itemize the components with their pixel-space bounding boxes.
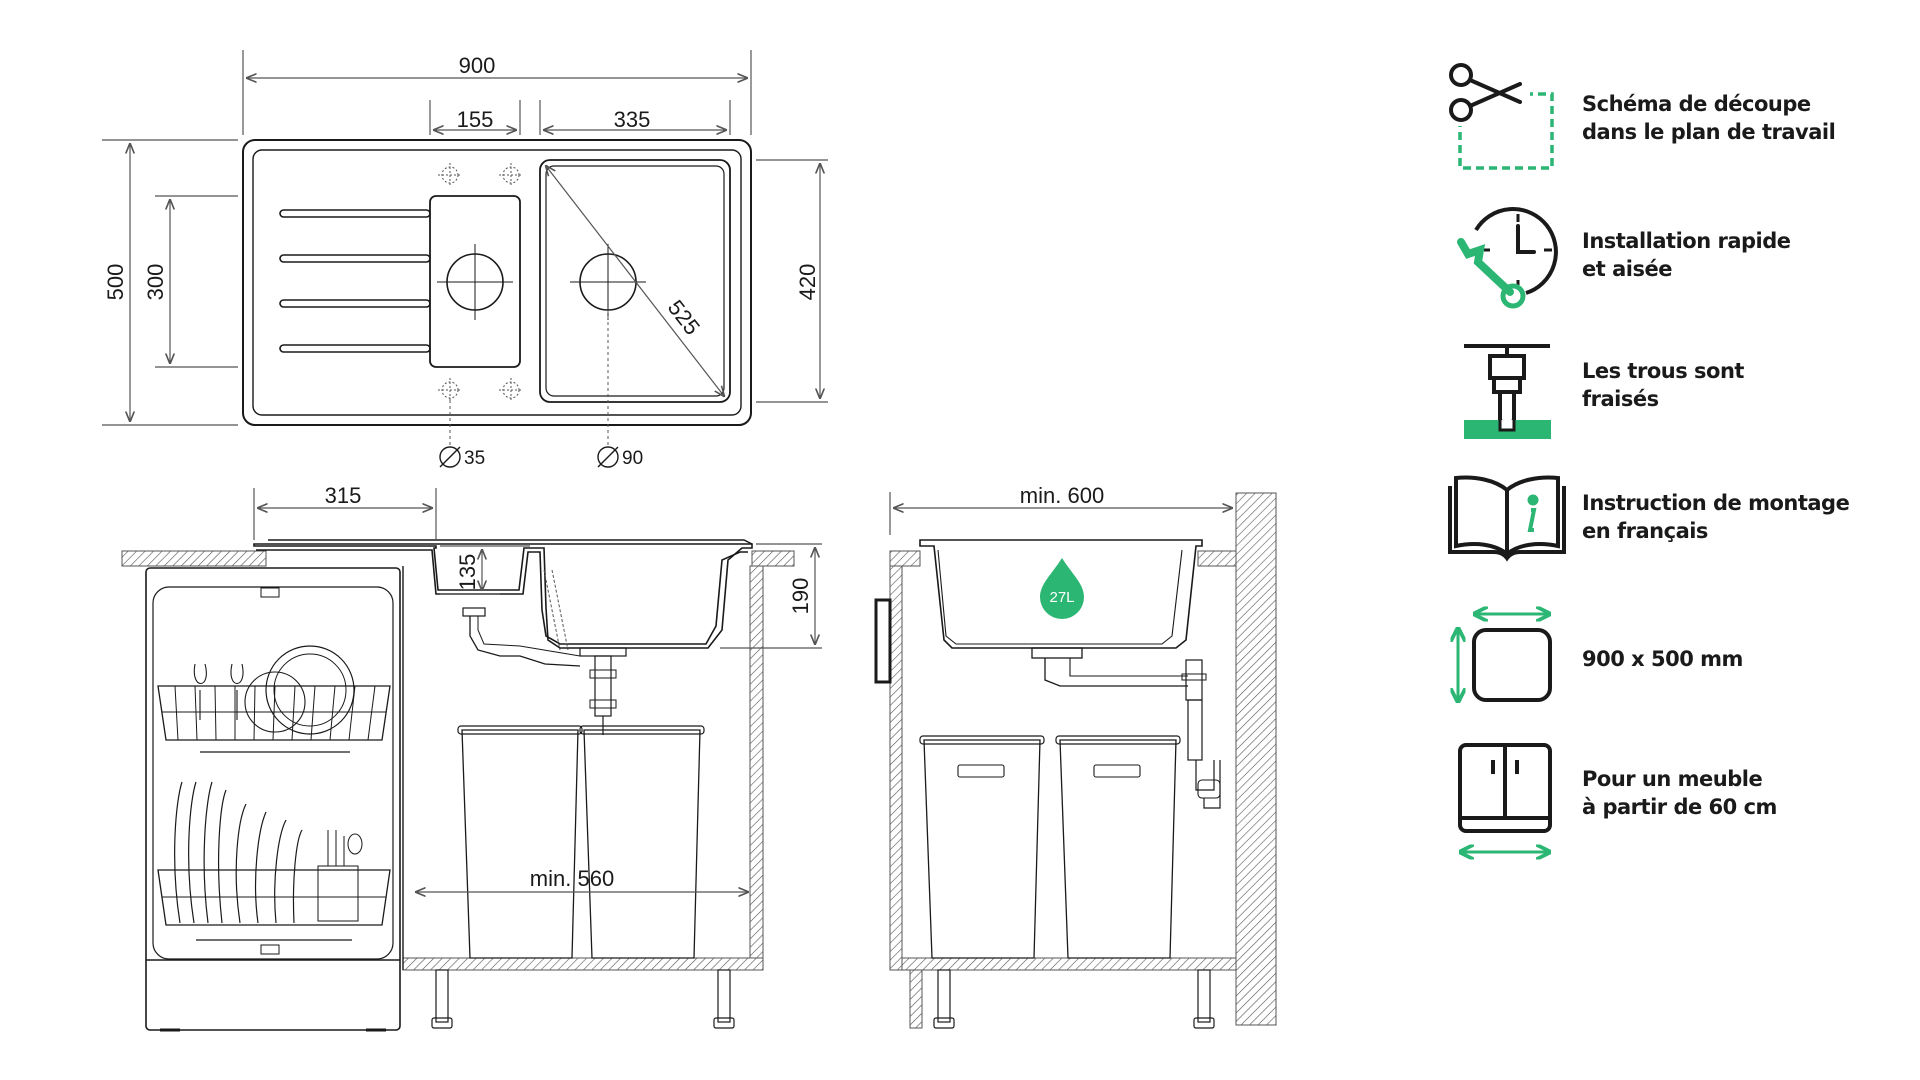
feature-item-installation: Installation rapide et aisée	[1457, 207, 1791, 309]
volume-value: 27L	[1049, 589, 1074, 606]
cabinet-icon	[1458, 743, 1552, 852]
size-icon	[1458, 614, 1552, 700]
feature-drilled-line2: fraisés	[1582, 387, 1659, 411]
side-dimension-lines	[889, 492, 1232, 535]
dim-drainer-height: 135	[455, 554, 480, 591]
feature-installation-line1: Installation rapide	[1582, 229, 1791, 253]
volume-badge: 27L	[1040, 558, 1084, 619]
dim-bowl-width: 335	[614, 107, 651, 132]
feature-cabinet-line2: à partir de 60 cm	[1582, 795, 1777, 819]
dim-bowl-depth: 420	[795, 264, 820, 301]
side-view	[874, 492, 1277, 1029]
feature-cutout-line1: Schéma de découpe	[1582, 92, 1811, 116]
feature-installation-line2: et aisée	[1582, 257, 1672, 281]
feature-cabinet-line1: Pour un meuble	[1582, 767, 1762, 791]
front-view	[121, 539, 795, 1032]
drainer-grooves	[279, 209, 431, 353]
dim-large-hole-diameter: 90	[622, 448, 643, 469]
tap-hole-marks	[438, 163, 523, 402]
dim-cabinet-min-width: min. 600	[1020, 483, 1104, 508]
dim-total-width: 900	[459, 53, 496, 78]
feature-item-cabinet: Pour un meuble à partir de 60 cm	[1458, 743, 1777, 852]
manual-book-icon	[1448, 475, 1566, 562]
feature-item-size: 900 x 500 mm	[1458, 614, 1743, 700]
front-dimension-lines	[253, 488, 822, 892]
sink-cross-section	[253, 539, 753, 735]
clock-wrench-icon	[1457, 207, 1558, 309]
top-dimension-lines	[102, 50, 828, 426]
dishwasher	[145, 567, 401, 1032]
feature-manual-line1: Instruction de montage	[1582, 491, 1850, 515]
dim-cabinet-inner-width: min. 560	[530, 866, 614, 891]
dim-bowl-height: 190	[788, 578, 813, 615]
features-list: Schéma de découpe dans le plan de travai…	[1448, 63, 1850, 852]
dim-small-hole-diameter: 35	[464, 448, 485, 469]
wall	[1235, 492, 1277, 1026]
feature-item-drilled-holes: Les trous sont fraisés	[1464, 344, 1745, 439]
feature-size-line1: 900 x 500 mm	[1582, 647, 1743, 671]
dim-drainer-depth: 300	[143, 264, 168, 301]
feature-drilled-line1: Les trous sont	[1582, 359, 1744, 383]
small-bowl	[429, 195, 521, 368]
top-view	[242, 139, 752, 468]
dim-total-depth: 500	[103, 264, 128, 301]
scissors-cut-icon	[1448, 63, 1554, 170]
feature-manual-line2: en français	[1582, 519, 1708, 543]
sink-outline	[242, 139, 752, 426]
feature-item-cutout: Schéma de découpe dans le plan de travai…	[1448, 63, 1836, 170]
dim-bowl-diagonal: 525	[663, 295, 705, 339]
drill-icon	[1464, 344, 1551, 439]
water-drop-icon	[1040, 558, 1084, 619]
main-bowl	[539, 159, 731, 403]
feature-cutout-line2: dans le plan de travail	[1582, 120, 1835, 144]
dim-dishwasher-width: 315	[325, 483, 362, 508]
dim-drainer-hole-offset: 155	[457, 107, 494, 132]
under-sink-cabinet	[402, 565, 764, 1029]
feature-item-manual: Instruction de montage en français	[1448, 475, 1850, 562]
